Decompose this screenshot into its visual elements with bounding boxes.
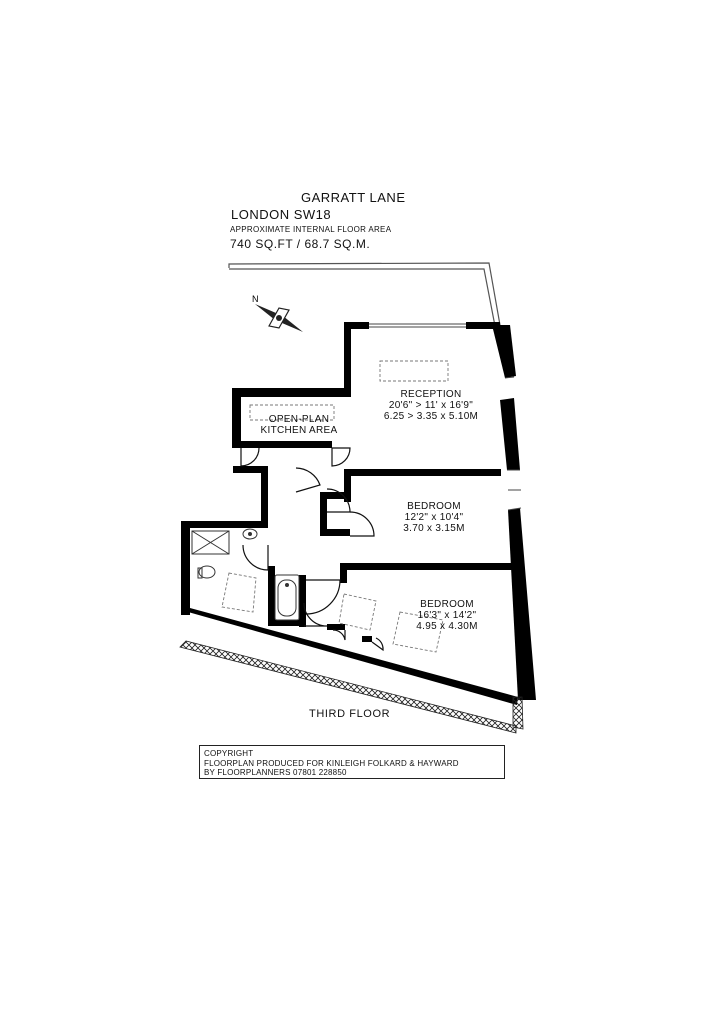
reception-metric: 6.25 > 3.35 x 5.10M — [383, 411, 479, 422]
kitchen-line1: OPEN-PLAN — [268, 414, 330, 425]
bedroom-2-name: BEDROOM — [420, 599, 474, 610]
compass-letter: N — [252, 294, 259, 304]
interior-walls — [268, 469, 512, 642]
kitchen-line2: KITCHEN AREA — [260, 425, 338, 436]
floor-level-label: THIRD FLOOR — [309, 708, 391, 720]
bathroom-fixtures — [191, 528, 300, 621]
floor-area-value: 740 SQ.FT / 68.7 SQ.M. — [230, 237, 371, 251]
address-street: GARRATT LANE — [301, 190, 406, 205]
doors — [240, 447, 384, 652]
boundary-hatch-corner — [512, 696, 524, 730]
room-label-reception: RECEPTION 20'6" > 11' x 16'9" 6.25 > 3.3… — [366, 389, 496, 422]
bathtub — [274, 574, 300, 621]
reception-name: RECEPTION — [400, 389, 462, 400]
copyright-line-1: COPYRIGHT — [204, 749, 254, 758]
copyright-box: COPYRIGHT FLOORPLAN PRODUCED FOR KINLEIG… — [199, 745, 505, 779]
room-label-bedroom-1: BEDROOM 12'2" x 10'4" 3.70 x 3.15M — [384, 501, 484, 534]
terrace-outline — [228, 262, 501, 327]
windows — [369, 323, 522, 511]
address-city: LONDON SW18 — [231, 207, 332, 222]
shower-tray — [191, 530, 230, 555]
outer-walls — [181, 322, 536, 705]
bedroom-1-name: BEDROOM — [407, 501, 461, 512]
basin — [242, 528, 258, 540]
compass-icon: N — [252, 294, 303, 332]
room-label-kitchen: OPEN-PLAN KITCHEN AREA — [244, 414, 354, 436]
reception-imperial: 20'6" > 11' x 16'9" — [388, 400, 474, 411]
bedroom-1-metric: 3.70 x 3.15M — [403, 523, 465, 534]
dashed-fixtures — [221, 360, 449, 653]
floor-area-label: APPROXIMATE INTERNAL FLOOR AREA — [230, 225, 392, 234]
room-label-bedroom-2: BEDROOM 16'3" x 14'2" 4.95 x 4.30M — [397, 599, 497, 632]
bedroom-2-metric: 4.95 x 4.30M — [416, 621, 478, 632]
copyright-line-3: BY FLOORPLANNERS 07801 228850 — [204, 768, 347, 777]
bedroom-1-imperial: 12'2" x 10'4" — [404, 512, 464, 523]
copyright-line-2: FLOORPLAN PRODUCED FOR KINLEIGH FOLKARD … — [204, 758, 459, 768]
toilet — [198, 565, 216, 579]
bedroom-2-imperial: 16'3" x 14'2" — [417, 610, 477, 621]
